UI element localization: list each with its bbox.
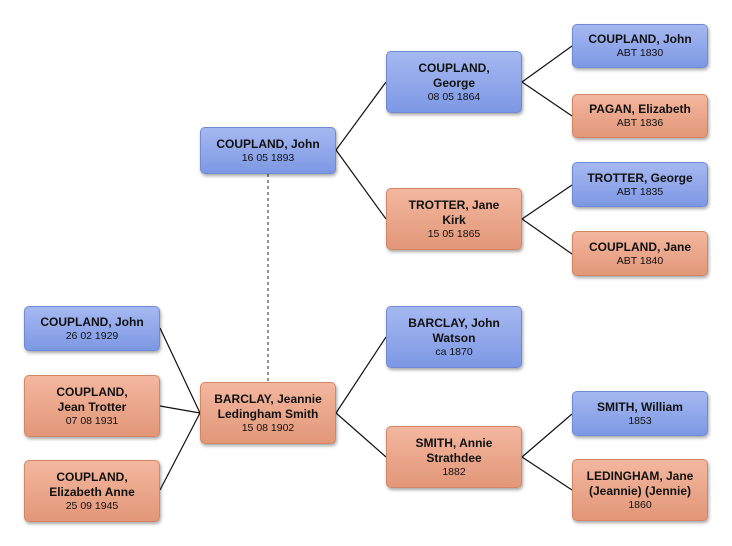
person-name: SMITH, Annie Strathdee (415, 435, 493, 465)
person-card-george-coupland[interactable]: COUPLAND, George 08 05 1864 (386, 51, 522, 113)
parent-link (521, 456, 573, 491)
person-name: COUPLAND, John (216, 136, 320, 151)
person-name: BARCLAY, John Watson (408, 315, 500, 345)
person-date: 08 05 1864 (427, 90, 481, 103)
child-link (159, 327, 201, 414)
person-card-jean-trotter-coupland[interactable]: COUPLAND, Jean Trotter 07 08 1931 (24, 375, 160, 437)
person-name: COUPLAND, John (588, 32, 692, 46)
person-date: 15 08 1902 (241, 421, 295, 434)
person-card-john-watson-barclay[interactable]: BARCLAY, John Watson ca 1870 (386, 306, 522, 368)
person-name: BARCLAY, Jeannie Ledingham Smith (214, 391, 322, 421)
person-date: 26 02 1929 (65, 329, 119, 342)
child-link (159, 412, 201, 491)
person-date: 1882 (442, 465, 466, 478)
person-name: LEDINGHAM, Jane (Jeannie) (Jennie) (586, 468, 694, 498)
parent-link (521, 218, 573, 255)
parent-link (335, 412, 387, 458)
person-name: COUPLAND, Jane (588, 239, 692, 254)
person-card-jane-coupland[interactable]: COUPLAND, Jane ABT 1840 (572, 231, 708, 276)
person-card-john-coupland-1893[interactable]: COUPLAND, John 16 05 1893 (200, 127, 336, 174)
person-name: TROTTER, George (587, 170, 693, 185)
person-date: 15 05 1865 (427, 227, 481, 240)
person-name: PAGAN, Elizabeth (589, 102, 691, 116)
person-name: TROTTER, Jane Kirk (408, 197, 500, 227)
child-link (159, 405, 201, 414)
person-name: COUPLAND, Jean Trotter (56, 384, 128, 414)
person-date: ABT 1840 (616, 254, 664, 267)
person-card-jane-ledingham[interactable]: LEDINGHAM, Jane (Jeannie) (Jennie) 1860 (572, 459, 708, 521)
person-date: 07 08 1931 (65, 414, 119, 427)
person-card-jane-kirk-trotter[interactable]: TROTTER, Jane Kirk 15 05 1865 (386, 188, 522, 250)
parent-link (335, 149, 387, 220)
person-name: COUPLAND, Elizabeth Anne (49, 469, 135, 499)
person-date: 1853 (628, 414, 652, 427)
person-date: ca 1870 (435, 345, 473, 358)
person-name: COUPLAND, John (40, 314, 144, 329)
person-card-john-coupland-1929[interactable]: COUPLAND, John 26 02 1929 (24, 306, 160, 351)
person-card-william-smith[interactable]: SMITH, William 1853 (572, 391, 708, 436)
person-date: ABT 1836 (616, 117, 664, 129)
person-name: COUPLAND, George (418, 60, 490, 90)
parent-link (335, 81, 387, 151)
person-date: 1860 (628, 498, 652, 511)
parent-link (521, 45, 573, 83)
person-card-elizabeth-pagan[interactable]: PAGAN, Elizabeth ABT 1836 (572, 94, 708, 138)
person-card-annie-smith[interactable]: SMITH, Annie Strathdee 1882 (386, 426, 522, 488)
person-card-john-coupland-1830[interactable]: COUPLAND, John ABT 1830 (572, 24, 708, 68)
person-name: SMITH, William (597, 399, 683, 414)
person-card-george-trotter[interactable]: TROTTER, George ABT 1835 (572, 162, 708, 207)
person-date: ABT 1830 (616, 47, 664, 59)
parent-link (521, 413, 573, 458)
person-date: ABT 1835 (616, 185, 664, 198)
parent-link (521, 81, 573, 117)
parent-link (335, 336, 387, 414)
person-card-elizabeth-anne-coupland[interactable]: COUPLAND, Elizabeth Anne 25 09 1945 (24, 460, 160, 522)
person-card-jeannie-barclay[interactable]: BARCLAY, Jeannie Ledingham Smith 15 08 1… (200, 382, 336, 444)
parent-link (521, 184, 573, 220)
person-date: 25 09 1945 (65, 499, 119, 512)
person-date: 16 05 1893 (241, 151, 295, 164)
